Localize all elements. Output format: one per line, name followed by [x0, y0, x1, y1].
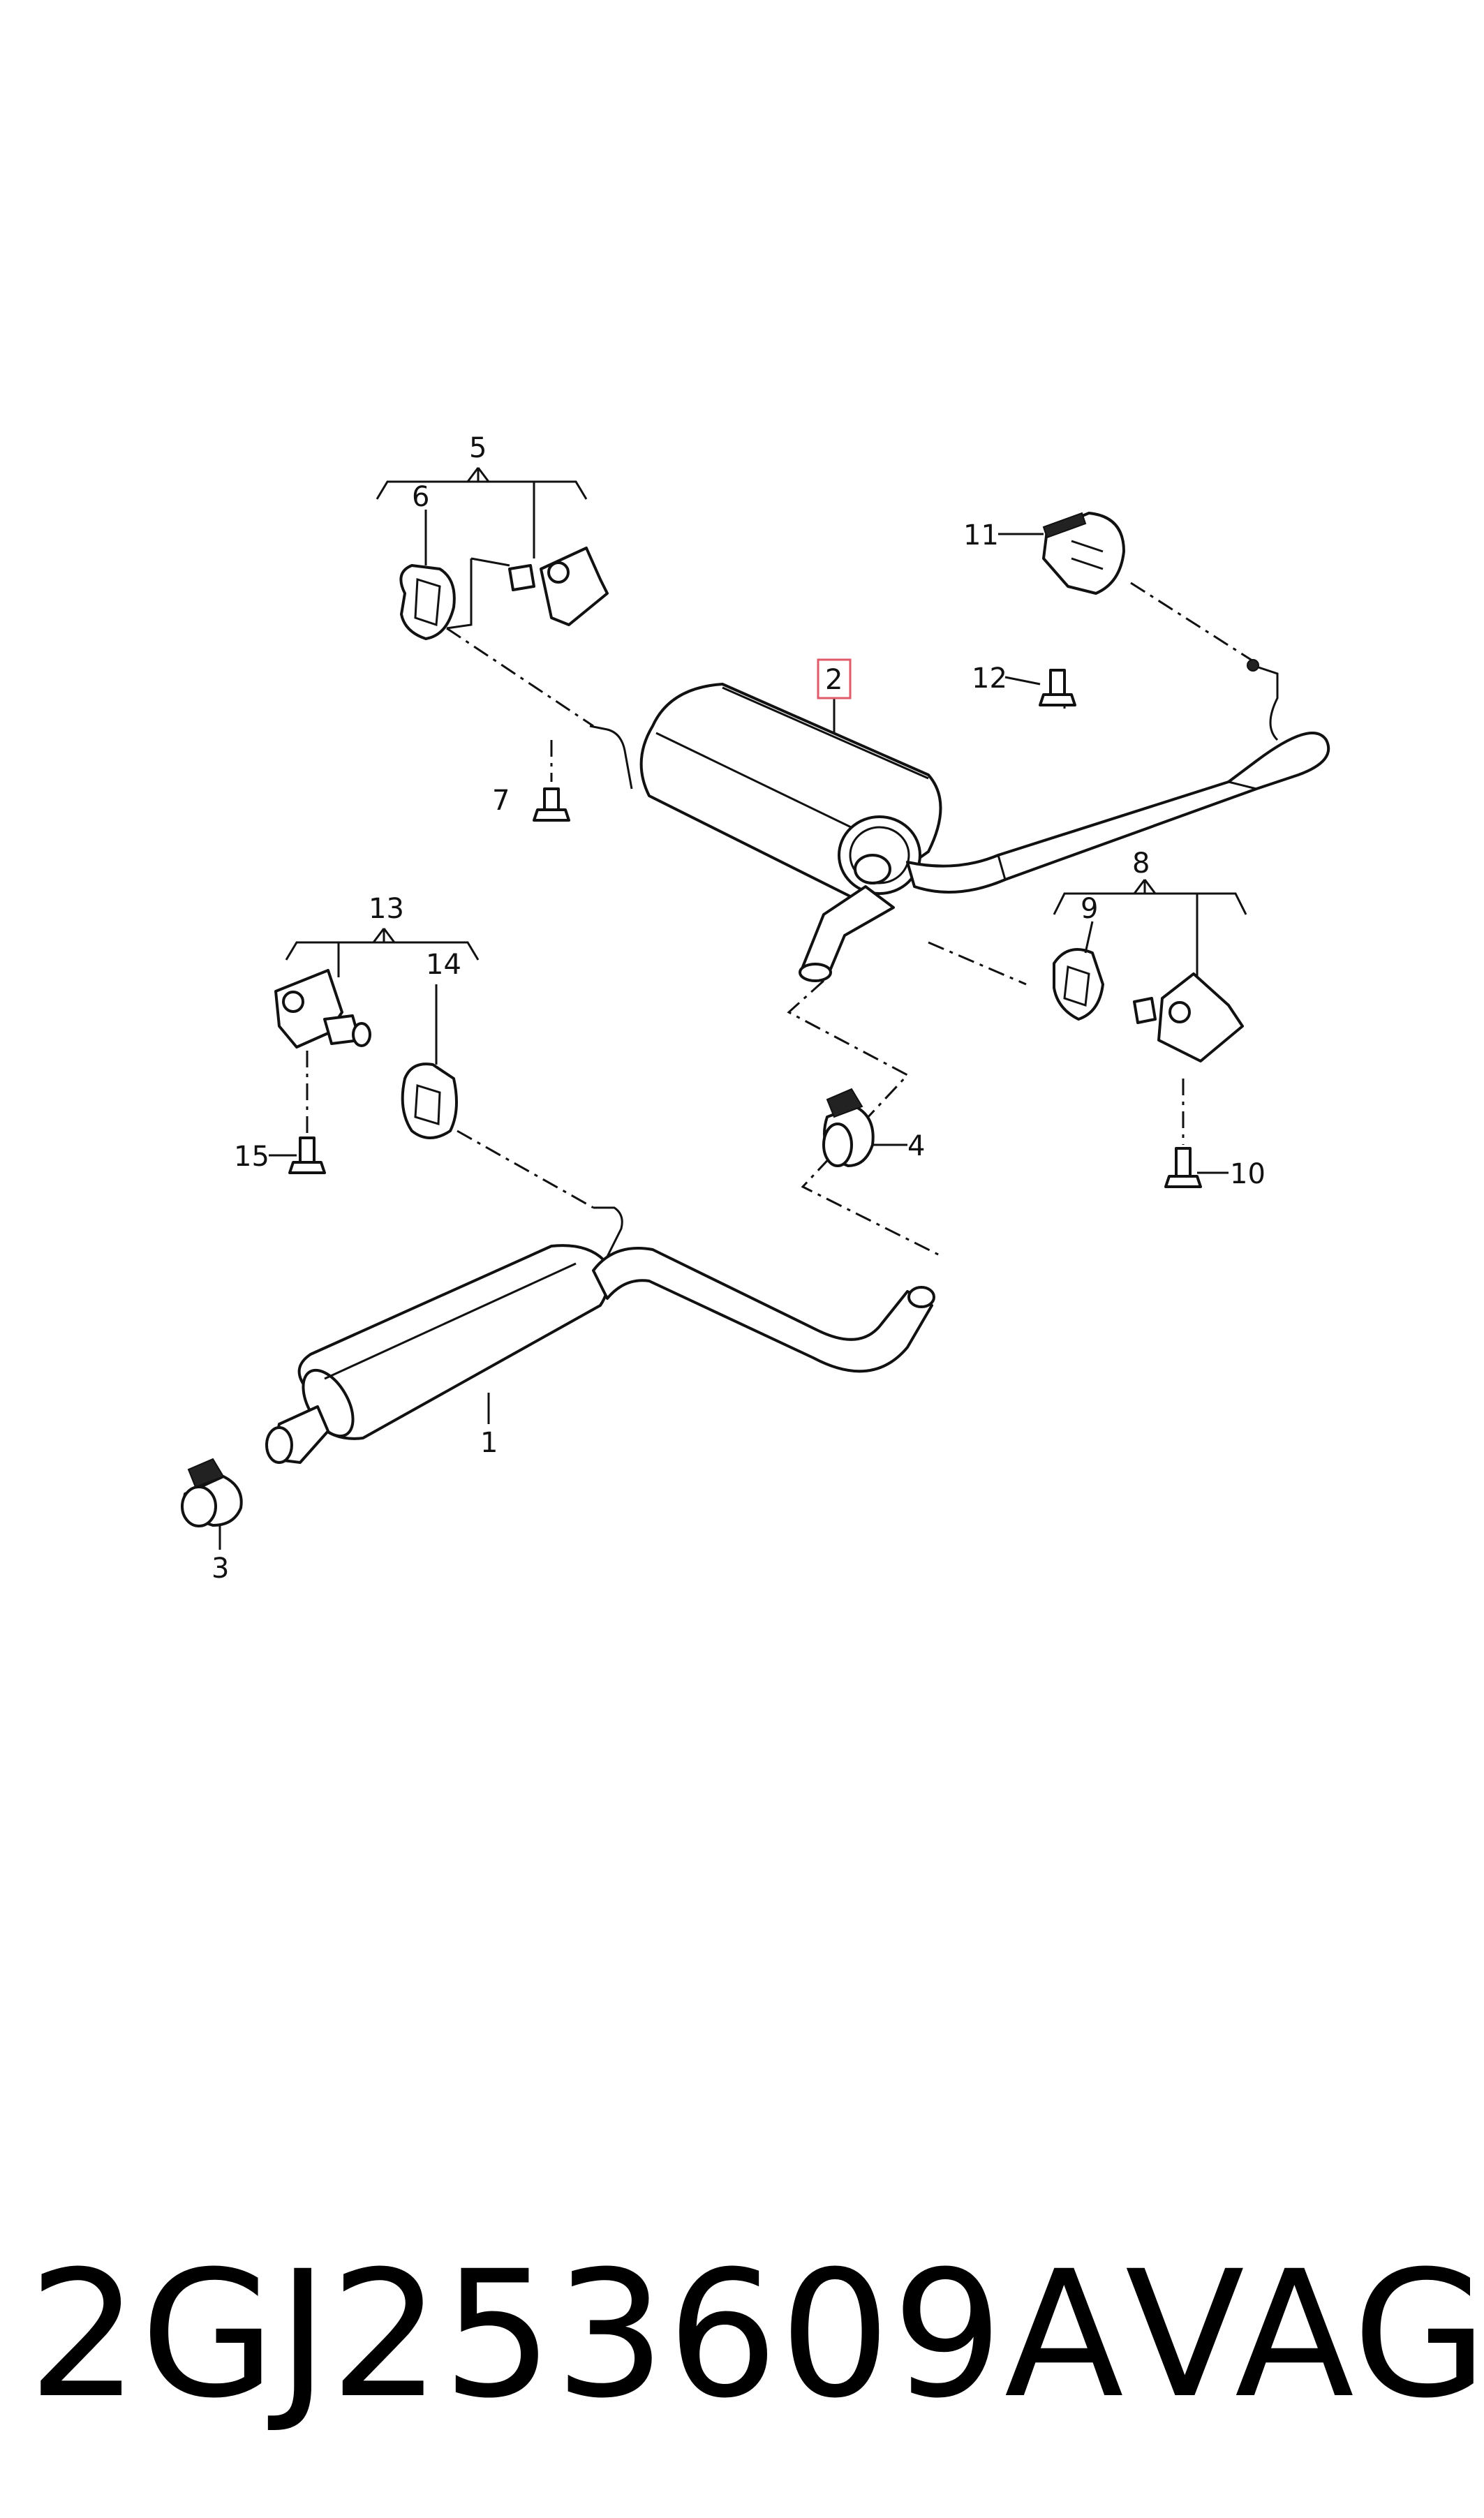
callout-2[interactable]: 2	[825, 664, 843, 696]
bolt-12[interactable]	[1039, 669, 1076, 706]
callout-1[interactable]: 1	[480, 1427, 498, 1459]
callout-6[interactable]: 6	[412, 481, 429, 513]
highlight-box-2	[817, 658, 852, 699]
brand-name: VAG	[1125, 2233, 1484, 2436]
rear-muffler[interactable]	[589, 683, 1330, 982]
bracket-8[interactable]	[1133, 972, 1244, 1062]
bracket-13[interactable]	[274, 969, 371, 1049]
clamp-3[interactable]	[181, 1458, 243, 1527]
bracket-brace-5	[376, 467, 588, 500]
bracket-brace-8	[1053, 879, 1247, 915]
middle-muffler[interactable]	[265, 1206, 935, 1464]
assembly-guide-lines	[218, 582, 1257, 1550]
leader-12	[1004, 676, 1041, 686]
callout-3[interactable]: 3	[212, 1553, 229, 1585]
hanger-rod-right	[1247, 659, 1279, 741]
clamp-4[interactable]	[822, 1088, 875, 1167]
callout-9[interactable]: 9	[1081, 893, 1098, 925]
rubber-mount-14[interactable]	[401, 1062, 458, 1139]
bolt-10[interactable]	[1164, 1147, 1202, 1188]
part-number: 2GJ253609A	[28, 2233, 1125, 2436]
callout-8[interactable]: 8	[1132, 847, 1150, 880]
callout-5[interactable]: 5	[469, 432, 487, 464]
callout-7[interactable]: 7	[492, 785, 510, 817]
callout-11[interactable]: 11	[963, 519, 999, 551]
callout-15[interactable]: 15	[234, 1141, 269, 1173]
caption-bar: 2GJ253609A VAG	[28, 2233, 1484, 2436]
bracket-brace-13	[285, 928, 480, 961]
callout-4[interactable]: 4	[907, 1130, 925, 1162]
bracket-5[interactable]	[446, 547, 609, 630]
rubber-mount-6[interactable]	[399, 564, 456, 640]
leader-9	[1084, 921, 1094, 954]
callout-10[interactable]: 10	[1230, 1158, 1266, 1190]
bolt-15[interactable]	[288, 1136, 326, 1174]
callout-14[interactable]: 14	[426, 949, 461, 981]
bolt-7[interactable]	[533, 787, 570, 822]
callout-13[interactable]: 13	[369, 893, 404, 925]
callout-12[interactable]: 12	[972, 662, 1007, 695]
rubber-mount-11[interactable]	[1042, 512, 1125, 595]
rubber-mount-9[interactable]	[1053, 948, 1104, 1021]
